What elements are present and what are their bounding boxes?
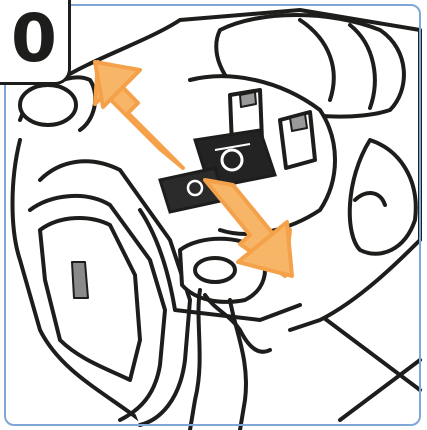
step-number: 0 bbox=[11, 6, 57, 72]
strap-pad-left bbox=[240, 92, 256, 107]
step-number-box: 0 bbox=[0, 0, 71, 85]
pad-hole bbox=[195, 258, 235, 282]
strap-loop bbox=[205, 295, 270, 352]
base-panel-slot bbox=[72, 262, 88, 298]
vehicle-seat-outline-2 bbox=[340, 360, 420, 420]
armrest-knob bbox=[20, 85, 76, 125]
strap-pad-right bbox=[290, 114, 307, 131]
